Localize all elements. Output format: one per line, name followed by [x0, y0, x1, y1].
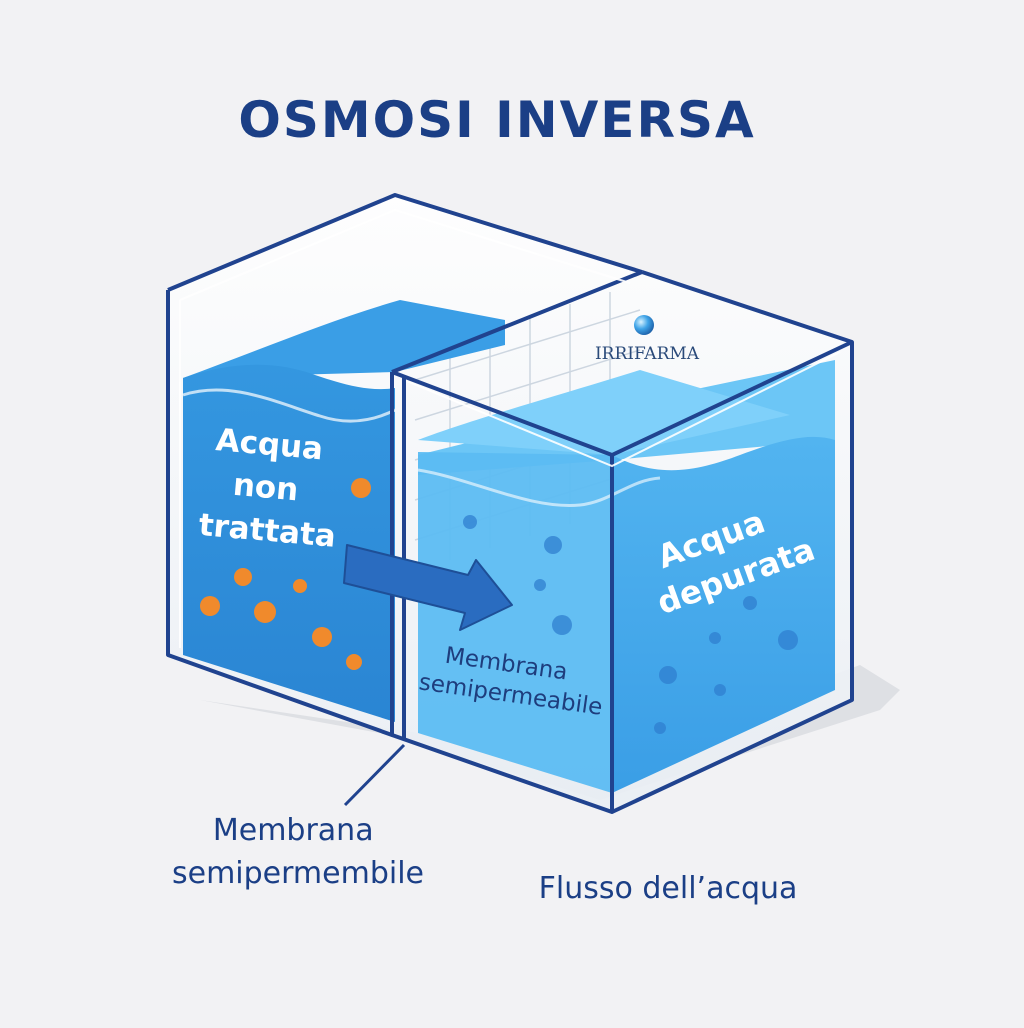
bubble [714, 684, 726, 696]
membrane-callout-line-2: semipermembile [172, 856, 424, 891]
bubble [709, 632, 721, 644]
particle [312, 627, 332, 647]
bubble [463, 515, 477, 529]
bubble [654, 722, 666, 734]
particle [346, 654, 362, 670]
right-water-side [418, 452, 612, 793]
particle [234, 568, 252, 586]
bubble [743, 596, 757, 610]
irrifarma-logo: IRRIFARMA [595, 315, 700, 364]
flow-arrow [343, 544, 513, 631]
bubble [778, 630, 798, 650]
glass-inner-outline [179, 208, 841, 648]
logo-drop-icon [634, 315, 654, 335]
particle [254, 601, 276, 623]
membrane-callout-line [343, 743, 406, 807]
left-water-front [183, 364, 395, 722]
left-water-wave [182, 388, 396, 423]
impurity-particles [200, 478, 371, 670]
bubble [659, 666, 677, 684]
bubble [544, 536, 562, 554]
particle [200, 596, 220, 616]
clean-water-bubbles [463, 515, 798, 734]
right-water-top-back [418, 370, 790, 455]
left-label-line-2: non [232, 467, 300, 509]
membrane-callout-line-1: Membrana [213, 813, 374, 848]
particle [351, 478, 371, 498]
glass-outline [166, 193, 854, 814]
bubble [534, 579, 546, 591]
right-water-wave [417, 468, 661, 508]
membrane-callout-label: Membrana semipermembile [172, 813, 424, 891]
particle [293, 579, 307, 593]
right-water-front [612, 436, 835, 793]
title: OSMOSI INVERSA [238, 91, 755, 149]
logo-text: IRRIFARMA [595, 344, 700, 364]
flow-label: Flusso dell’acqua [539, 871, 798, 906]
bubble [552, 615, 572, 635]
